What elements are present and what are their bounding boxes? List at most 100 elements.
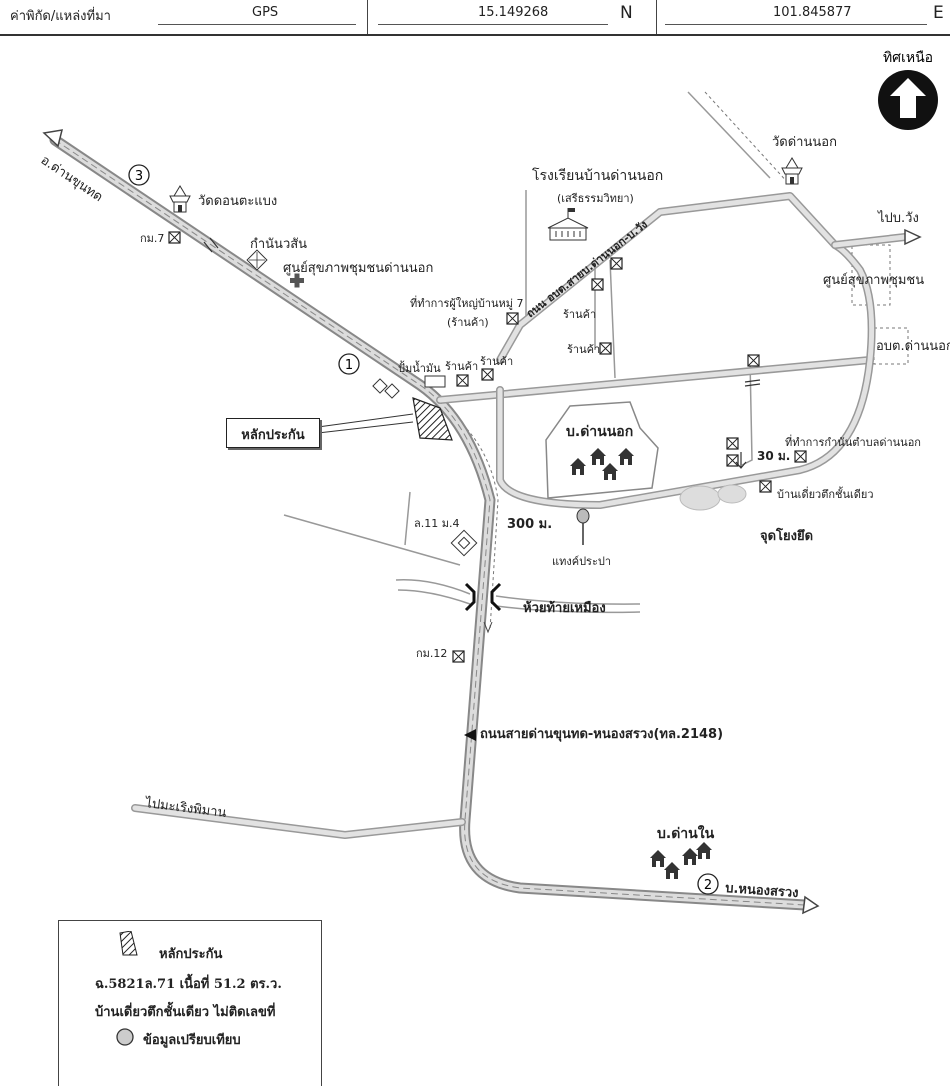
label-to-wang: ไปบ.วัง xyxy=(877,210,919,226)
comparison-data-circles xyxy=(679,484,747,511)
label-village-head-sub: (ร้านค้า) xyxy=(447,316,489,329)
label-health-right: ศูนย์สุขภาพชุมชน xyxy=(823,272,924,288)
collateral-callout: หลักประกัน xyxy=(226,418,320,448)
arrow-to-wang xyxy=(904,228,922,246)
road-west-thin xyxy=(283,514,461,566)
bridge-icon xyxy=(464,582,502,612)
single-house-marker xyxy=(759,480,772,493)
point-marker-1: 1 xyxy=(338,353,360,375)
road-west-stub xyxy=(404,491,411,546)
arrow-to-dankhunthod xyxy=(42,129,64,148)
latitude-value: 15.149268 xyxy=(478,5,549,20)
label-to-nongsuang: บ.หนองสรวง xyxy=(725,881,799,901)
creek-line-4 xyxy=(495,605,641,614)
svg-text:ทิศเหนือ: ทิศเหนือ xyxy=(883,50,933,66)
road-break-mark-2 xyxy=(744,379,761,387)
village-dannok-boundary xyxy=(545,401,659,499)
label-wat-don: วัดดอนตะแบง xyxy=(198,194,277,209)
label-gas-station: ปั้มน้ำมัน xyxy=(398,360,441,375)
label-l11: ล.11 ม.4 xyxy=(414,517,459,530)
legend-deed: ฉ.5821ล.71 เนื้อที่ 51.2 ตร.ว. xyxy=(95,977,282,992)
label-water-tank: แทงค์ประปา xyxy=(552,555,611,568)
marker-kamnan-b xyxy=(726,454,739,467)
arrow-to-nongsuang xyxy=(802,895,820,915)
label-km7: กม.7 xyxy=(140,232,164,245)
marker-kamnan-a xyxy=(726,437,739,450)
location-map: 3 1 2 ทิศเหนือ อ.ด่านขุนทด วัดดอนตะแบง ก… xyxy=(38,50,950,915)
shop-marker-2 xyxy=(591,278,604,291)
label-300m: 300 ม. xyxy=(507,517,552,532)
house-icon-group-dannai xyxy=(650,842,712,879)
comparison-circle-icon xyxy=(116,1028,134,1046)
dashed-line-ne xyxy=(704,91,791,186)
svg-text:2: 2 xyxy=(704,878,712,893)
longitude-cell: 101.845877 E xyxy=(657,0,950,34)
label-village-head: ที่ทำการผู้ใหญ่บ้านหมู่ 7 xyxy=(410,295,524,310)
legend-compare: ข้อมูลเปรียบเทียบ xyxy=(143,1033,241,1048)
label-single-house: บ้านเดี่ยวตึกชั้นเดียว xyxy=(777,486,874,501)
coordinate-source: GPS xyxy=(252,5,279,20)
shop-marker-1 xyxy=(610,257,623,270)
village-head-marker xyxy=(506,312,519,325)
school-icon xyxy=(547,208,589,241)
main-road-pointer xyxy=(464,729,476,741)
gas-station-icon xyxy=(424,375,446,388)
road-break-mark xyxy=(203,237,219,253)
collateral-hatch-icon xyxy=(119,931,138,956)
legend-house: บ้านเดี่ยวตึกชั้นเดียว ไม่ติดเลขที่ xyxy=(95,1005,276,1020)
water-tank-icon xyxy=(576,508,590,545)
coordinate-label: ค่าพิกัด/แหล่งที่มา xyxy=(10,9,111,24)
label-shop-2: ร้านค้า xyxy=(567,343,600,356)
road-thin-3 xyxy=(609,259,616,379)
km7-marker xyxy=(168,231,181,244)
kamnan-house-diamond xyxy=(246,249,268,271)
label-anchor-points: จุดโยงยึด xyxy=(760,527,813,544)
label-school-sub: (เสรีธรรมวิทยา) xyxy=(557,192,634,205)
km12-marker xyxy=(452,650,465,663)
map-legend: หลักประกัน ฉ.5821ล.71 เนื้อที่ 51.2 ตร.ว… xyxy=(58,920,322,1086)
road-northeast-thin xyxy=(687,91,771,179)
legend-collateral: หลักประกัน xyxy=(159,947,223,962)
source-cell: ค่าพิกัด/แหล่งที่มา GPS xyxy=(0,0,368,34)
label-main-road: ถนนสายด่านขุนทด-หนองสรวง(ทล.2148) xyxy=(480,727,723,742)
label-creek: ห้วยท้ายเหมือง xyxy=(523,600,606,616)
label-shop-4: ร้านค้า xyxy=(480,355,513,368)
collateral-parcel xyxy=(412,397,453,441)
arrow-30m xyxy=(735,452,747,469)
label-kamnan-office: ที่ทำการกำนันตำบลด่านนอก xyxy=(785,434,921,449)
label-wat-dannok: วัดด่านนอก xyxy=(772,135,837,150)
shop-marker-5 xyxy=(481,368,494,381)
temple-icon-wat-don xyxy=(169,185,191,213)
label-kamnan: กำนันวสัน xyxy=(250,237,307,252)
latitude-cell: 15.149268 N xyxy=(368,0,657,34)
point-marker-3: 3 xyxy=(128,164,150,186)
sample-diamonds-collateral xyxy=(372,378,400,399)
arrow-highway-small xyxy=(483,621,493,634)
coordinate-header: ค่าพิกัด/แหล่งที่มา GPS 15.149268 N 101.… xyxy=(0,0,950,36)
creek-line-2 xyxy=(397,589,471,605)
point-marker-2: 2 xyxy=(697,873,719,895)
shop-marker-4 xyxy=(456,374,469,387)
label-shop-1: ร้านค้า xyxy=(563,308,596,321)
kamnan-office-marker xyxy=(794,450,807,463)
label-obt-road: ถนน อบต.สายบ.ด่านนอก-บ.วัง xyxy=(524,218,650,320)
temple-icon-wat-dannok xyxy=(781,157,803,185)
svg-text:3: 3 xyxy=(135,169,143,184)
label-school: โรงเรียนบ้านด่านนอก xyxy=(532,167,663,184)
shop-marker-3 xyxy=(599,342,612,355)
creek-line-1 xyxy=(395,579,471,595)
road-marker xyxy=(747,354,760,367)
health-center-cross-icon xyxy=(290,273,304,288)
north-arrow: ทิศเหนือ xyxy=(878,50,938,130)
label-health-center: ศูนย์สุขภาพชุมชนด่านนอก xyxy=(283,260,433,276)
collateral-callout-label: หลักประกัน xyxy=(241,428,305,443)
sample-point-l11-diamond xyxy=(450,529,478,557)
latitude-direction: N xyxy=(620,3,633,23)
longitude-value: 101.845877 xyxy=(773,5,852,20)
label-ban-dannok: บ.ด่านนอก xyxy=(566,424,633,440)
creek-line-3 xyxy=(495,595,641,605)
label-obt: อบต.ด่านนอก xyxy=(876,339,950,354)
label-ban-dannai: บ.ด่านใน xyxy=(657,824,715,842)
label-30m: 30 ม. xyxy=(757,449,790,463)
longitude-direction: E xyxy=(933,3,944,23)
